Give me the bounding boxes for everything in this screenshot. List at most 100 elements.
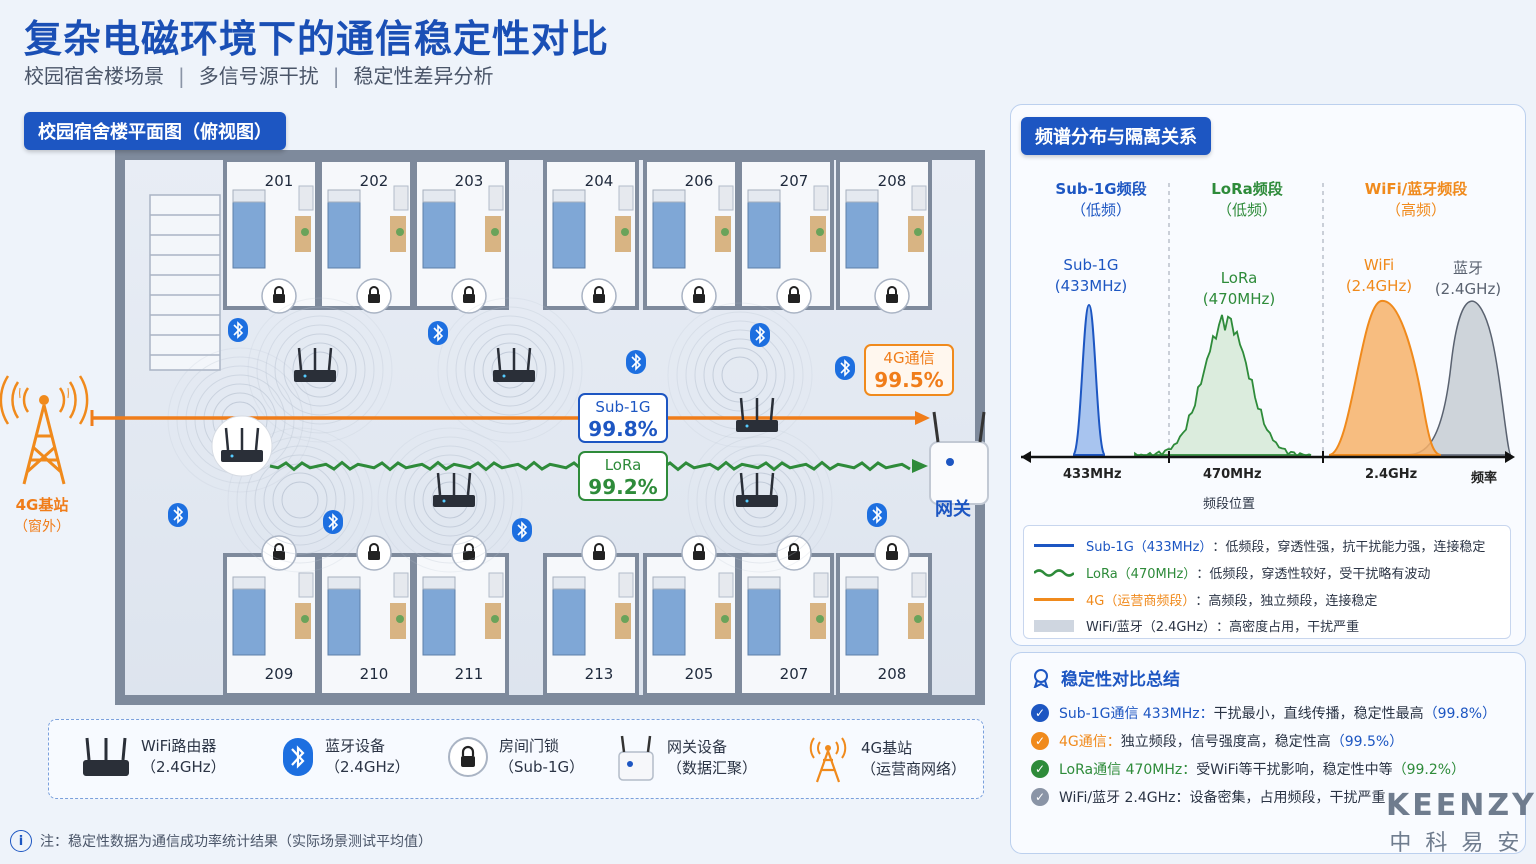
axis-caption: 频段位置 — [1203, 497, 1256, 512]
signal-ring — [696, 436, 824, 564]
gateway-label: 网关 — [935, 498, 971, 520]
legend-tower-name: 4G基站 — [861, 739, 913, 757]
summary-sub1g-key: Sub-1G通信 433MHz： — [1059, 706, 1214, 722]
summary-sub1g-val: （99.8%） — [1423, 706, 1497, 722]
spectrum-legend-lora: LoRa（470MHz）：低频段，穿透性较好，受干扰略有波动 — [1034, 563, 1430, 582]
bed — [232, 197, 266, 269]
signal-ring — [272, 472, 328, 528]
band-wifi-head: WiFi/蓝牙频段（高频） — [1331, 179, 1501, 221]
plant — [491, 228, 499, 236]
axis-tick-470: 470MHz — [1203, 467, 1262, 482]
page-subtitle: 校园宿舍楼场景|多信号源干扰|稳定性差异分析 — [24, 60, 494, 89]
bluetooth-icon — [283, 738, 313, 776]
legend-gateway-name: 网关设备 — [667, 738, 728, 756]
sl-wifi-key: WiFi/蓝牙（2.4GHz） — [1086, 620, 1217, 635]
axis-tick-433: 433MHz — [1063, 467, 1122, 482]
bed — [327, 197, 361, 269]
router-icon — [433, 472, 475, 507]
axis-end-label: 频率 — [1471, 471, 1498, 486]
peak-wifi-freq: (2.4GHz) — [1345, 277, 1413, 295]
legend-bluetooth-sub: （2.4GHz） — [325, 758, 410, 776]
room-number: 205 — [685, 665, 714, 683]
legend-item-bluetooth: 蓝牙设备 （2.4GHz） — [281, 734, 410, 780]
signal-ring — [281, 481, 319, 519]
spectrum-chart — [1021, 183, 1515, 463]
band-wifi-sub: （高频） — [1385, 201, 1446, 219]
info-icon: i — [10, 830, 32, 852]
check-icon: ✓ — [1031, 704, 1049, 722]
subtitle-separator: | — [178, 64, 185, 88]
signal-ring — [256, 306, 384, 434]
peak-wifi-name: WiFi — [1363, 256, 1395, 274]
peak-bt-name: 蓝牙 — [1452, 259, 1483, 277]
bluetooth-icon — [323, 510, 343, 534]
summary-title-text: 稳定性对比总结 — [1061, 670, 1180, 690]
legend-gateway-sub: （数据汇聚） — [667, 759, 758, 777]
plant — [621, 615, 629, 623]
room-number: 208 — [878, 172, 907, 190]
footnote: i 注：稳定性数据为通信成功率统计结果（实际场景测试平均值） — [10, 830, 432, 852]
bed — [232, 584, 266, 656]
sub1g-peak — [1072, 303, 1106, 456]
room: 213 — [543, 535, 639, 697]
band-sub1g-head: Sub-1G频段（低频） — [1031, 179, 1171, 221]
room-number: 210 — [360, 665, 389, 683]
sl-lora-key: LoRa（470MHz） — [1086, 567, 1197, 582]
room: 207 — [738, 535, 834, 697]
spectrum-title: 频谱分布与隔离关系 — [1021, 117, 1211, 155]
room: 210 — [318, 535, 414, 697]
bed — [845, 584, 879, 656]
summary-title: 稳定性对比总结 — [1031, 665, 1180, 690]
subtitle-scene: 校园宿舍楼场景 — [24, 64, 164, 88]
room: 205 — [643, 535, 739, 697]
sl-lora-desc: ：低频段，穿透性较好，受干扰略有波动 — [1196, 567, 1431, 582]
bed — [327, 584, 361, 656]
router-icon — [83, 737, 129, 776]
signal-ring — [283, 333, 357, 407]
subtitle-analysis: 稳定性差异分析 — [353, 64, 494, 88]
summary-sub1g-desc: 干扰最小，直线传播，稳定性最高 — [1213, 706, 1424, 722]
check-icon: ✓ — [1031, 788, 1049, 806]
signal-ring — [705, 445, 815, 555]
bluetooth-icon — [626, 350, 646, 374]
bed — [845, 197, 879, 269]
signal-ring — [265, 315, 375, 425]
sl-4g-desc: ：高频段，独立频段，连接稳定 — [1195, 594, 1378, 609]
band-sub1g-sub: （低频） — [1070, 201, 1131, 219]
room: 204 — [543, 158, 639, 314]
legend-item-router: WiFi路由器（2.4GHz） — [81, 734, 226, 780]
signal-ring — [455, 315, 565, 425]
summary-wifi-desc: 设备密集，占用频段，干扰严重 — [1189, 790, 1386, 806]
bed — [552, 584, 586, 656]
signal-ring — [395, 445, 505, 555]
signal-ring — [404, 454, 496, 546]
peak-lora-freq: (470MHz) — [1202, 290, 1276, 308]
legend-router-name: WiFi路由器 — [141, 737, 217, 755]
router-icon — [211, 415, 273, 477]
room-number: 206 — [685, 172, 714, 190]
gateway-icon — [618, 735, 654, 781]
legend-item-gateway: 网关设备 （数据汇聚） — [615, 734, 757, 782]
legend-bluetooth-name: 蓝牙设备 — [325, 737, 386, 755]
signal-ring — [377, 427, 523, 573]
bed — [422, 584, 456, 656]
signal-ring — [482, 342, 538, 398]
subtitle-interference: 多信号源干扰 — [198, 64, 319, 88]
summary-lora-key: LoRa通信 470MHz： — [1059, 762, 1197, 778]
signal-ring — [292, 342, 348, 398]
spectrum-legend-4g: 4G（运营商频段）：高频段，独立频段，连接稳定 — [1034, 590, 1377, 609]
sub1g-badge-value: 99.8% — [588, 417, 657, 441]
signal-ring — [254, 454, 346, 546]
plant — [396, 228, 404, 236]
device-legend: WiFi路由器（2.4GHz） 蓝牙设备（2.4GHz） 房间门锁（Sub-1G… — [48, 719, 984, 799]
signal-ring — [176, 356, 304, 484]
summary-4g-key: 4G通信： — [1059, 734, 1121, 750]
sl-sub1g-key: Sub-1G（433MHz） — [1086, 540, 1213, 555]
summary-row-lora: ✓LoRa通信 470MHz：受WiFi等干扰影响，稳定性中等（99.2%） — [1031, 759, 1465, 779]
wifi-peak — [1328, 299, 1442, 456]
signal-ring — [167, 347, 313, 493]
signal-ring — [676, 311, 804, 439]
peak-bt-label: 蓝牙(2.4GHz) — [1425, 258, 1511, 300]
